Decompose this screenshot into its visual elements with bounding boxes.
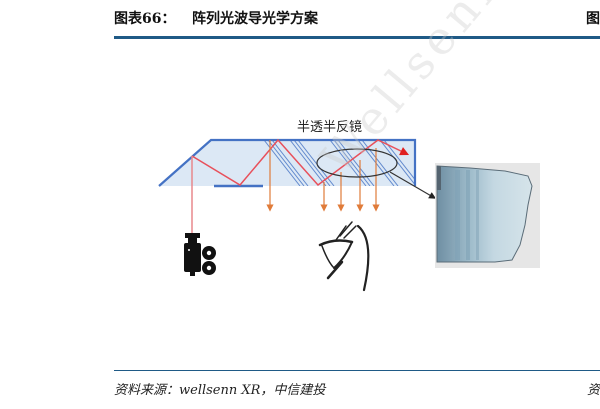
lens-photo bbox=[435, 163, 540, 268]
figure-header: 图表66： 阵列光波导光学方案 图 bbox=[114, 8, 600, 30]
figure-title: 阵列光波导光学方案 bbox=[192, 11, 318, 27]
source-note: 资料来源：wellsenn XR，中信建投 bbox=[114, 383, 326, 398]
waveguide-slab bbox=[158, 138, 417, 188]
eye-icon bbox=[318, 221, 370, 292]
adjacent-source-note: 资 bbox=[586, 383, 600, 398]
projector-camera-icon bbox=[184, 233, 216, 276]
waveguide-diagram: 半透半反镜 bbox=[0, 40, 600, 365]
footer-divider bbox=[114, 370, 600, 371]
header-divider bbox=[114, 36, 600, 39]
figure-number: 图表66： bbox=[114, 11, 176, 27]
adjacent-figure-header: 图 bbox=[586, 11, 600, 27]
half-mirror-label: 半透半反镜 bbox=[297, 120, 363, 135]
